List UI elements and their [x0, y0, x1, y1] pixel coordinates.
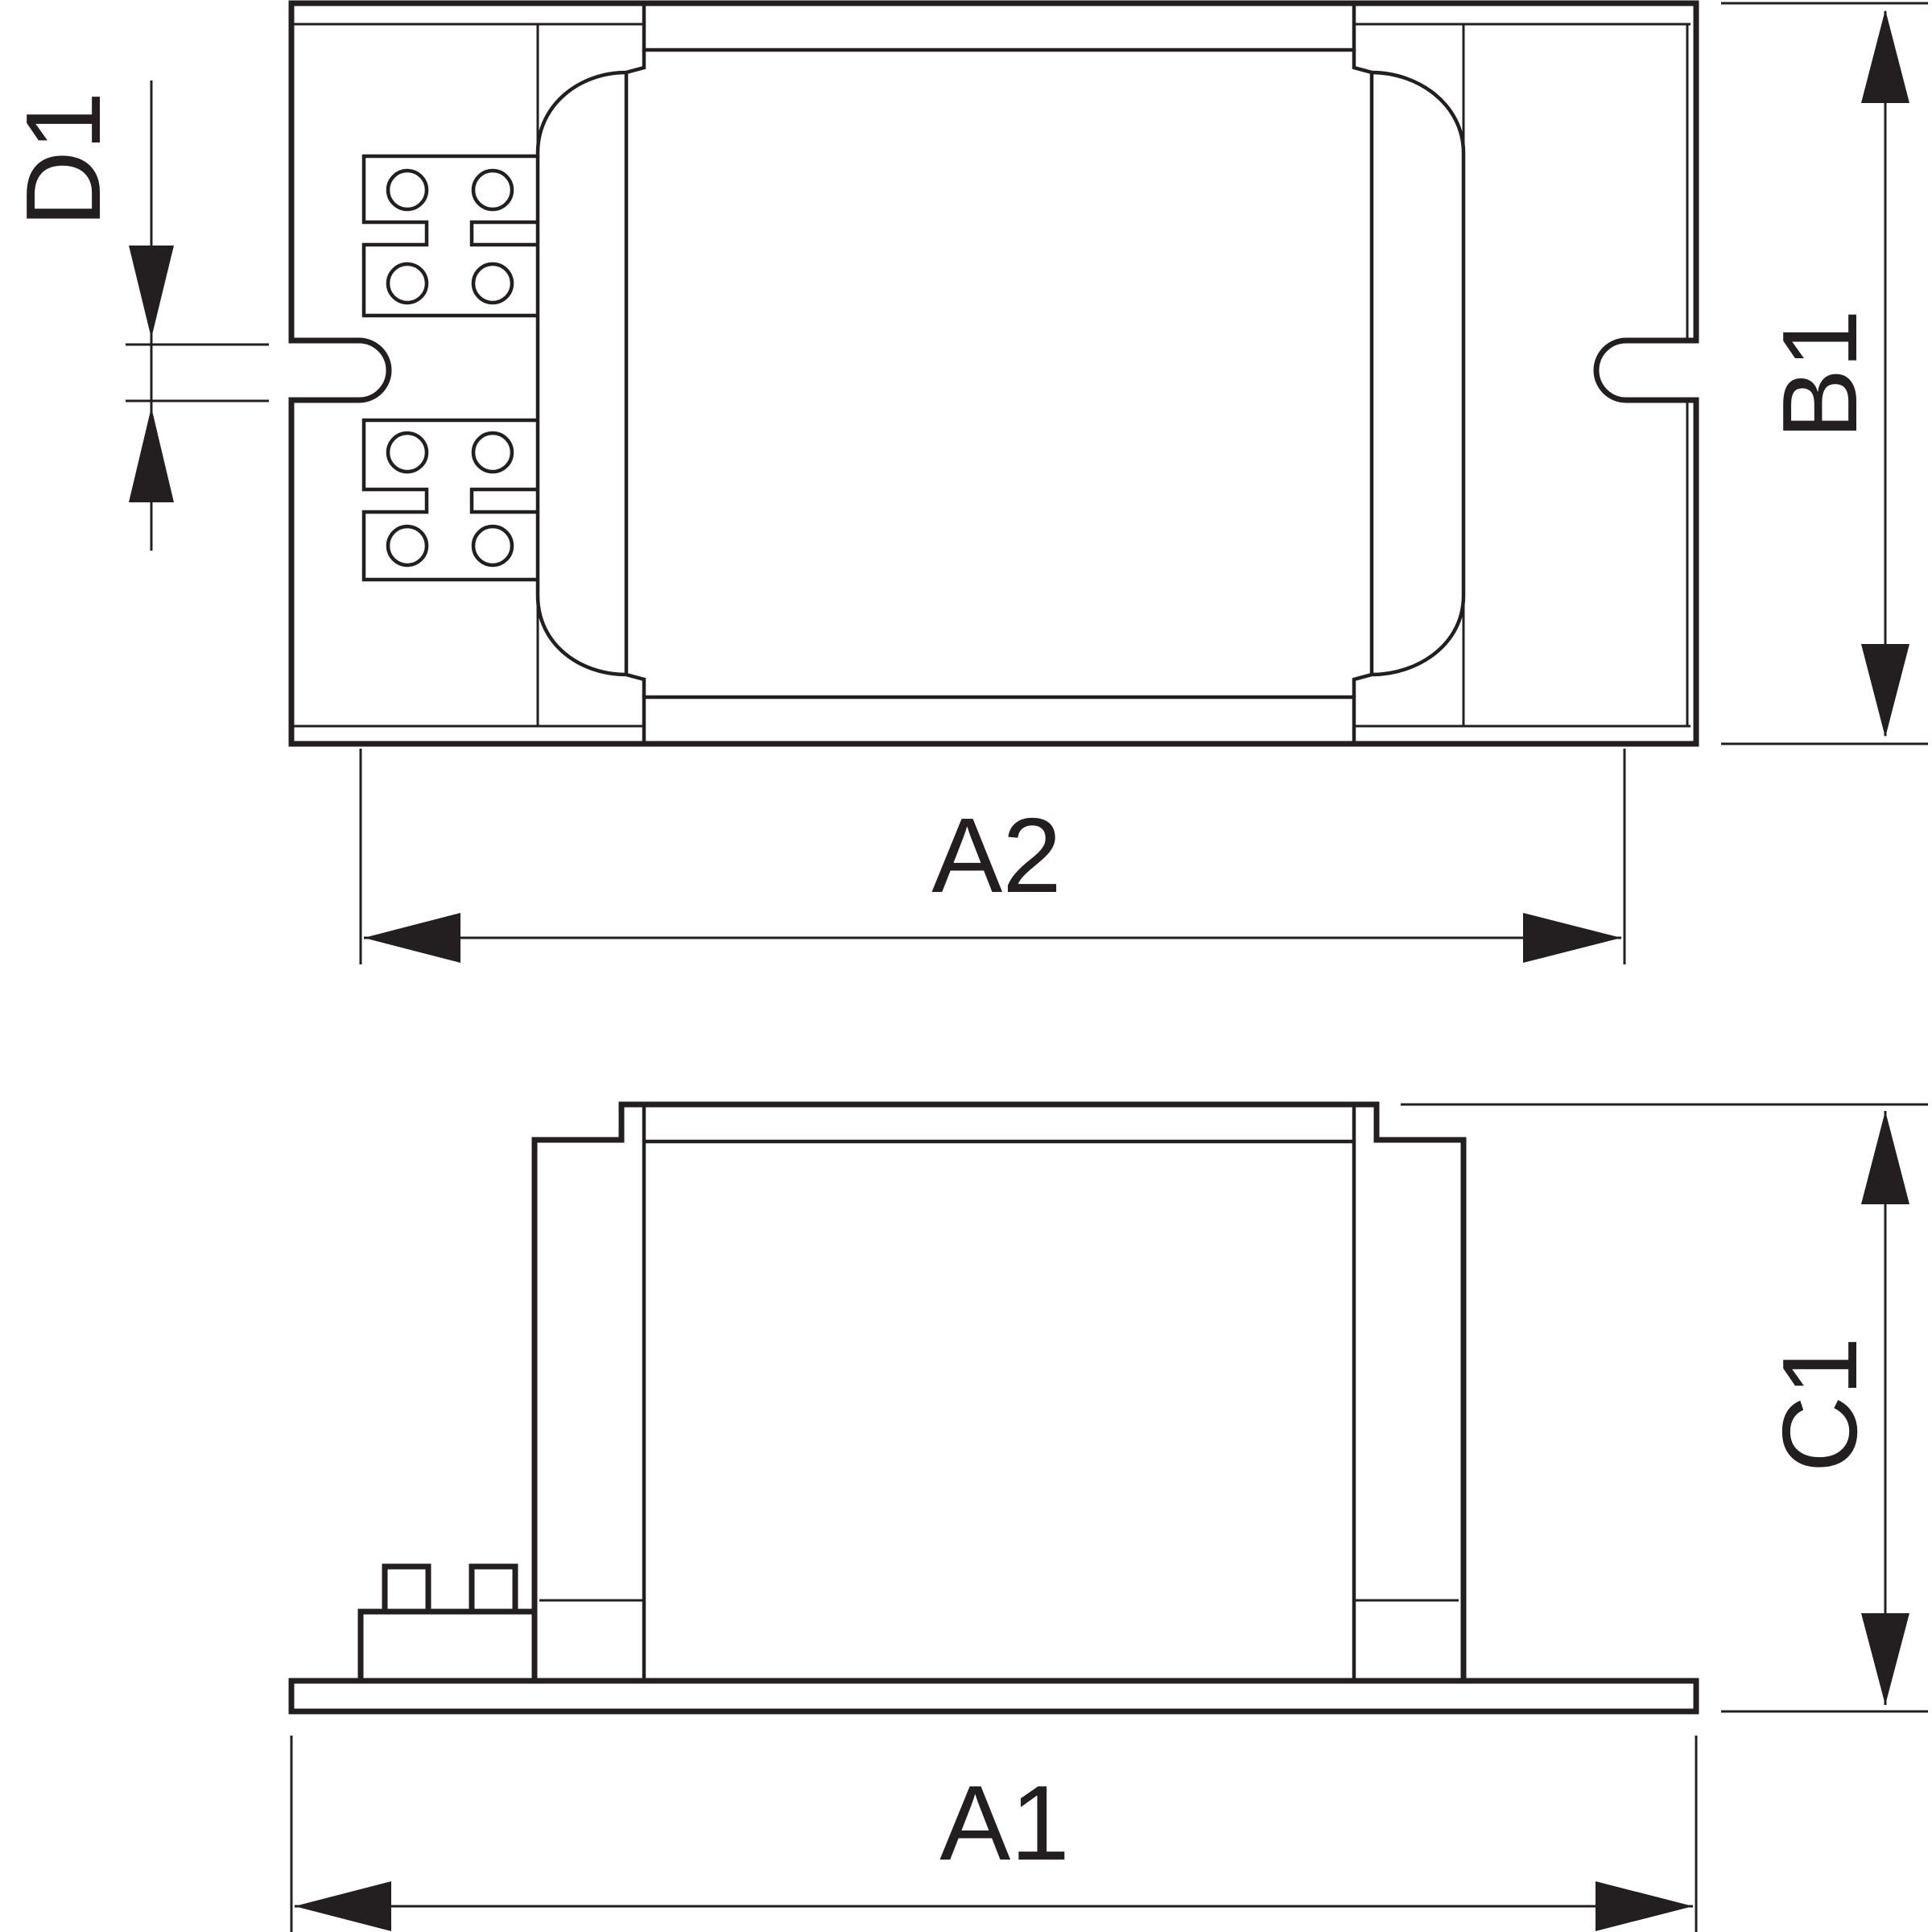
- terminal-screw: [471, 524, 514, 568]
- top-view-core-band-bottom: [642, 695, 1356, 746]
- terminal-screw: [471, 262, 514, 305]
- dimension-a2: A2: [359, 749, 1626, 964]
- top-view-core-band-top: [642, 1, 1356, 52]
- top-view-coil-right: [1352, 50, 1466, 697]
- terminal-screw: [471, 168, 514, 212]
- b1-arrow-up: [1861, 10, 1909, 103]
- dimension-label-a2: A2: [931, 796, 1061, 914]
- terminal-block-lower: [361, 418, 538, 582]
- terminal-screw: [386, 168, 429, 212]
- dimension-label-b1: B1: [1761, 309, 1879, 439]
- terminal-screw: [386, 262, 429, 305]
- c1-arrow-down: [1861, 1613, 1909, 1705]
- a2-arrow-right: [1523, 913, 1621, 963]
- dimension-label-a1: A1: [939, 1764, 1069, 1882]
- side-view-terminal: [382, 1563, 431, 1615]
- side-view: [288, 1101, 1699, 1715]
- dimension-b1: B1: [1721, 2, 1928, 745]
- side-view-terminal: [469, 1563, 518, 1615]
- a1-arrow-left: [295, 1881, 391, 1931]
- d1-arrow-up: [129, 407, 174, 502]
- side-view-body: [531, 1101, 1467, 1681]
- terminal-block-upper: [361, 154, 538, 318]
- dimension-d1: D1: [4, 80, 269, 551]
- side-view-terminal-block: [357, 1608, 535, 1681]
- c1-arrow-up: [1861, 1111, 1909, 1204]
- terminal-screw: [386, 431, 429, 474]
- a1-arrow-right: [1596, 1881, 1693, 1931]
- d1-arrow-down: [129, 246, 174, 338]
- terminal-screw: [471, 431, 514, 474]
- a2-arrow-left: [364, 913, 460, 963]
- b1-arrow-down: [1861, 644, 1909, 737]
- side-view-base-plate: [288, 1678, 1699, 1715]
- dimension-label-c1: C1: [1761, 1337, 1879, 1473]
- terminal-screw: [386, 524, 429, 568]
- top-view-base-plate: [288, 0, 1699, 747]
- top-view: [288, 0, 1699, 747]
- dimension-label-d1: D1: [4, 92, 122, 228]
- top-view-coil-left: [535, 50, 646, 697]
- dimension-c1: C1: [1401, 1103, 1928, 1713]
- dimension-a1: A1: [290, 1736, 1698, 1932]
